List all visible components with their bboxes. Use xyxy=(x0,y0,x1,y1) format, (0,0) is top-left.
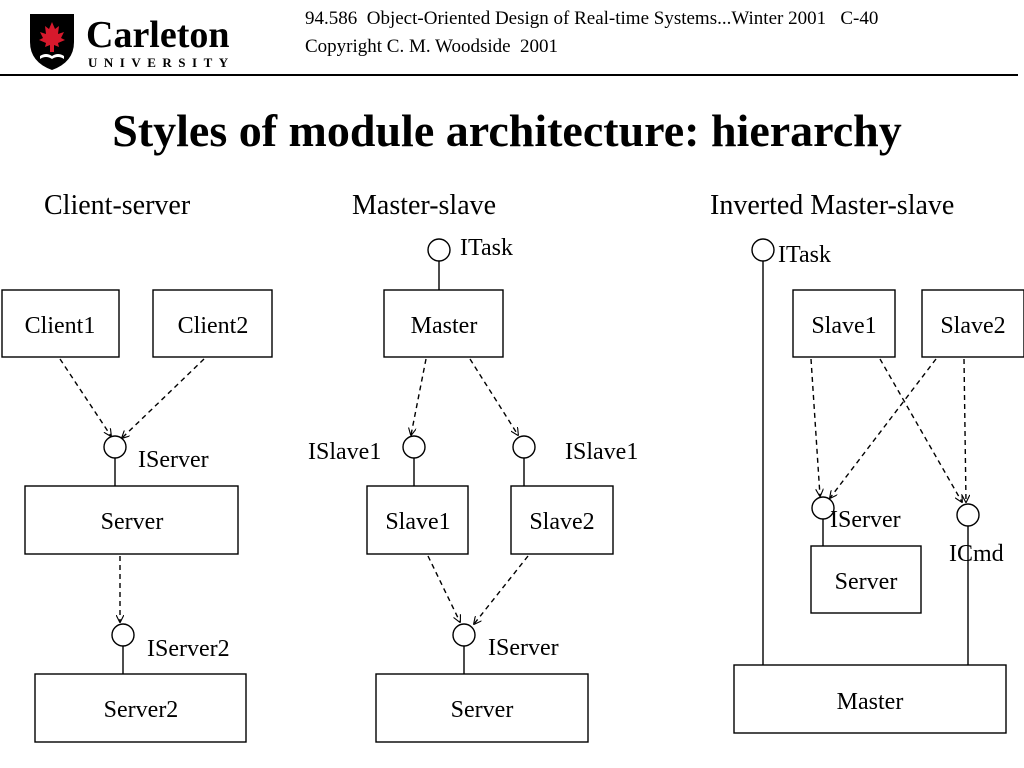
server-label: Server xyxy=(101,509,164,535)
iserver-label: IServer xyxy=(488,635,559,661)
server2-box xyxy=(34,673,247,743)
client1-box xyxy=(1,289,120,358)
iserver-label: IServer xyxy=(138,447,209,473)
master-label: Master xyxy=(837,689,904,715)
slave1-to-icmd-arrow xyxy=(879,358,962,502)
client2-box xyxy=(152,289,273,358)
inverted-master-slave-heading: Inverted Master-slave xyxy=(710,190,954,221)
header-divider xyxy=(0,74,1018,76)
client-server-panel xyxy=(1,289,273,743)
slave2-to-icmd-arrow xyxy=(964,358,966,502)
iserver-label: IServer xyxy=(830,507,901,533)
slave1-dependency-arrow xyxy=(427,555,460,622)
server-box xyxy=(375,673,589,743)
client2-dependency-arrow xyxy=(122,358,205,438)
islave1-right-label: ISlave1 xyxy=(565,439,638,465)
itask-interface xyxy=(751,238,775,262)
slave1-to-iserver-arrow xyxy=(810,358,820,496)
server-box xyxy=(810,545,922,614)
iserver-interface xyxy=(103,435,127,459)
server-box xyxy=(24,485,239,555)
slave1-box xyxy=(366,485,469,555)
course-line: 94.586 Object-Oriented Design of Real-ti… xyxy=(305,8,879,29)
itask-interface xyxy=(427,238,451,262)
server-label: Server xyxy=(451,697,514,723)
itask-label: ITask xyxy=(778,242,831,268)
itask-label: ITask xyxy=(460,235,513,261)
client1-dependency-arrow xyxy=(59,358,111,436)
islave1-left-interface xyxy=(402,435,426,459)
carleton-logo: Carleton UNIVERSITY xyxy=(30,14,235,70)
icmd-label: ICmd xyxy=(949,541,1004,567)
master-box xyxy=(733,664,1007,734)
slave2-box xyxy=(510,485,614,555)
islave1-left-label: ISlave1 xyxy=(308,439,381,465)
master-label: Master xyxy=(411,313,478,339)
master-slave-panel xyxy=(366,238,614,743)
slave2-label: Slave2 xyxy=(529,509,594,535)
master-slave-heading: Master-slave xyxy=(352,190,496,221)
slave2-label: Slave2 xyxy=(940,313,1005,339)
iserver-interface xyxy=(452,623,476,647)
copyright-line: Copyright C. M. Woodside 2001 xyxy=(305,36,559,57)
maple-leaf-icon xyxy=(39,22,65,52)
server2-label: Server2 xyxy=(104,697,179,723)
iserver2-interface xyxy=(111,623,135,647)
master-to-slave1-arrow xyxy=(411,358,427,435)
client1-label: Client1 xyxy=(25,313,96,339)
slave2-dependency-arrow xyxy=(474,555,529,624)
client-server-heading: Client-server xyxy=(44,190,191,221)
islave1-right-interface xyxy=(512,435,536,459)
server-label: Server xyxy=(835,569,898,595)
slave2-to-iserver-arrow xyxy=(830,358,937,498)
university-name: Carleton xyxy=(86,14,230,56)
inverted-master-slave-panel xyxy=(733,238,1024,734)
iserver2-label: IServer2 xyxy=(147,636,230,662)
client2-label: Client2 xyxy=(178,313,249,339)
master-box xyxy=(383,289,504,358)
slave1-box xyxy=(792,289,896,358)
master-to-slave2-arrow xyxy=(469,358,518,435)
slide-title: Styles of module architecture: hierarchy xyxy=(112,105,902,156)
university-sub: UNIVERSITY xyxy=(88,55,235,70)
icmd-interface xyxy=(956,503,980,527)
slave2-box xyxy=(921,289,1024,358)
slave1-label: Slave1 xyxy=(385,509,450,535)
slave1-label: Slave1 xyxy=(811,313,876,339)
